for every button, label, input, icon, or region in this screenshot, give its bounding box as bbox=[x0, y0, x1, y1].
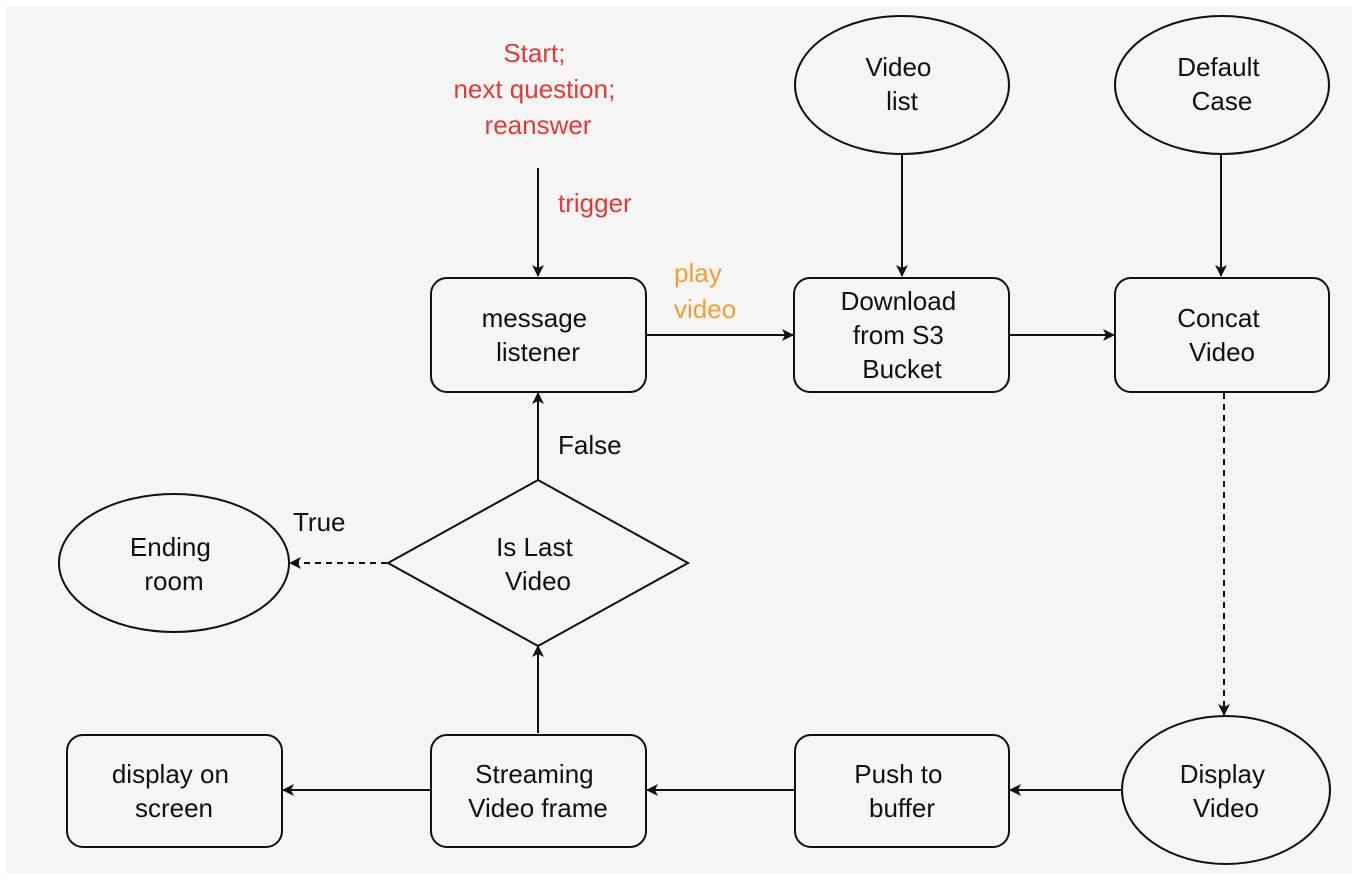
display-video-label-line: Display bbox=[1180, 759, 1265, 789]
concat-label-line: Video bbox=[1189, 337, 1255, 367]
start-label: Start; next question; reanswer bbox=[453, 38, 622, 140]
default-case-node bbox=[1114, 15, 1330, 155]
concat-node bbox=[1114, 277, 1330, 393]
message-listener-node bbox=[430, 277, 647, 393]
display-video-label: Display Video bbox=[1180, 759, 1272, 823]
play-video-label-line: play bbox=[674, 258, 722, 288]
ending-room-label: Ending room bbox=[130, 532, 218, 596]
download-label: Download from S3 Bucket bbox=[841, 286, 964, 384]
start-label-line: Start; bbox=[503, 38, 565, 68]
ending-room-label-line: room bbox=[144, 566, 203, 596]
push-buffer-label: Push to buffer bbox=[854, 759, 949, 823]
download-label-line: Download bbox=[841, 286, 957, 316]
is-last-video-label-line: Is Last bbox=[496, 532, 573, 562]
start-label-line: reanswer bbox=[485, 110, 592, 140]
default-case-label-line: Case bbox=[1192, 86, 1253, 116]
push-buffer-label-line: Push to bbox=[854, 759, 942, 789]
node-labels: Start; next question; reanswer Video lis… bbox=[112, 38, 1272, 823]
concat-label: Concat Video bbox=[1177, 303, 1267, 367]
streaming-node bbox=[430, 734, 647, 848]
message-listener-label: message listener bbox=[482, 303, 595, 367]
message-listener-label-line: listener bbox=[496, 337, 580, 367]
message-listener-label-line: message bbox=[482, 303, 588, 333]
display-video-label-line: Video bbox=[1193, 793, 1259, 823]
default-case-label: Default Case bbox=[1177, 52, 1267, 116]
display-screen-label: display on screen bbox=[112, 759, 236, 823]
video-list-label: Video list bbox=[865, 52, 938, 116]
download-node bbox=[793, 277, 1010, 393]
nodes bbox=[58, 15, 1331, 865]
streaming-label-line: Streaming bbox=[475, 759, 594, 789]
true-label: True bbox=[293, 507, 346, 537]
is-last-video-label-line: Video bbox=[505, 566, 571, 596]
display-video-node bbox=[1121, 715, 1331, 865]
push-buffer-label-line: buffer bbox=[869, 793, 935, 823]
trigger-label: trigger bbox=[558, 188, 632, 218]
default-case-label-line: Default bbox=[1177, 52, 1260, 82]
edges bbox=[282, 154, 1230, 796]
video-list-label-line: Video bbox=[865, 52, 931, 82]
play-video-label: play video bbox=[674, 258, 736, 324]
push-buffer-node bbox=[794, 734, 1010, 848]
ending-room-node bbox=[58, 493, 290, 633]
streaming-label-line: Video frame bbox=[468, 793, 608, 823]
ending-room-label-line: Ending bbox=[130, 532, 211, 562]
start-label-line: next question; bbox=[453, 74, 615, 104]
streaming-label: Streaming Video frame bbox=[468, 759, 608, 823]
display-screen-label-line: display on bbox=[112, 759, 229, 789]
is-last-video-label: Is Last Video bbox=[496, 532, 580, 596]
play-video-label-line: video bbox=[674, 294, 736, 324]
video-list-label-line: list bbox=[886, 86, 919, 116]
concat-label-line: Concat bbox=[1177, 303, 1260, 333]
download-label-line: from S3 bbox=[853, 320, 944, 350]
edge-labels: trigger play video False True bbox=[293, 188, 736, 537]
video-list-node bbox=[794, 15, 1010, 155]
diagram-background bbox=[6, 6, 1352, 874]
is-last-video-node bbox=[385, 478, 691, 648]
download-label-line: Bucket bbox=[862, 354, 942, 384]
display-screen-node bbox=[66, 734, 283, 848]
false-label: False bbox=[558, 430, 622, 460]
display-screen-label-line: screen bbox=[135, 793, 213, 823]
